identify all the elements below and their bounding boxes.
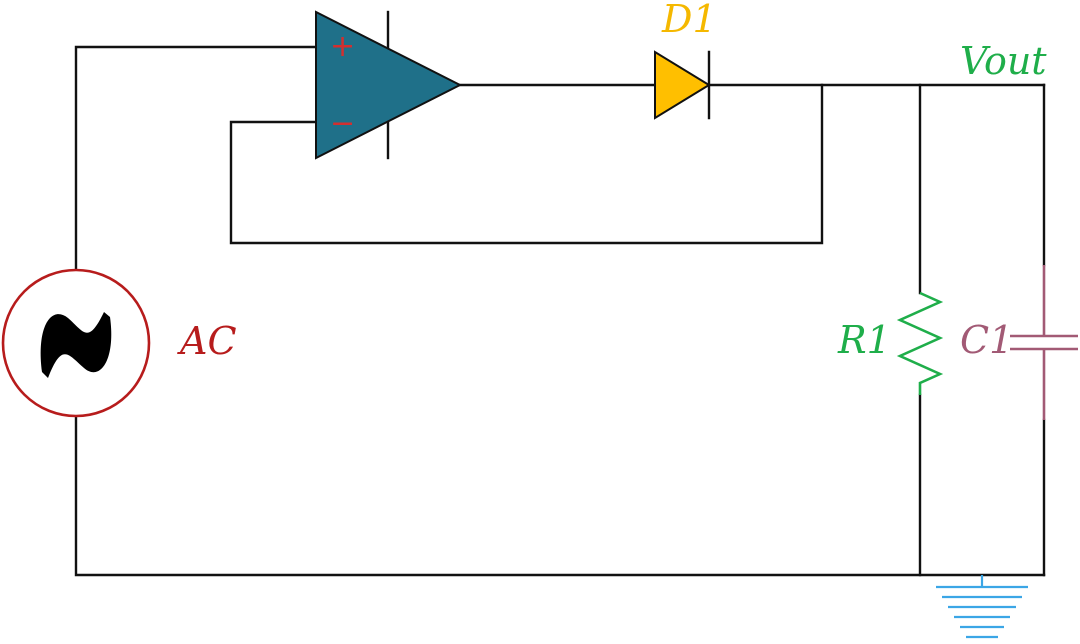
op-amp-triangle-icon: [315, 10, 463, 160]
resistor-label: R1: [837, 318, 891, 362]
sine-wave-icon: [40, 312, 112, 378]
wires: [74, 45, 1046, 577]
opamp-minus-sign: −: [330, 106, 355, 141]
ac-label: AC: [177, 319, 237, 363]
diode-label: D1: [661, 0, 717, 41]
diode-triangle: [654, 50, 711, 120]
wire-bottom-return: [74, 416, 1046, 577]
capacitor-label: C1: [960, 318, 1013, 362]
vout-label: Vout: [960, 39, 1047, 83]
opamp-body: [315, 10, 463, 160]
ground-icon: [936, 575, 1028, 639]
diode-icon: [654, 50, 711, 120]
ac-sine-source-icon: [1, 268, 151, 418]
wire-ac-to-noninverting-input: [74, 45, 318, 272]
zigzag-resistor-icon: [896, 291, 944, 395]
capacitor-plates-icon: [1010, 265, 1078, 420]
opamp-plus-sign: +: [330, 29, 355, 64]
wire-feedback-loop: [229, 83, 824, 245]
